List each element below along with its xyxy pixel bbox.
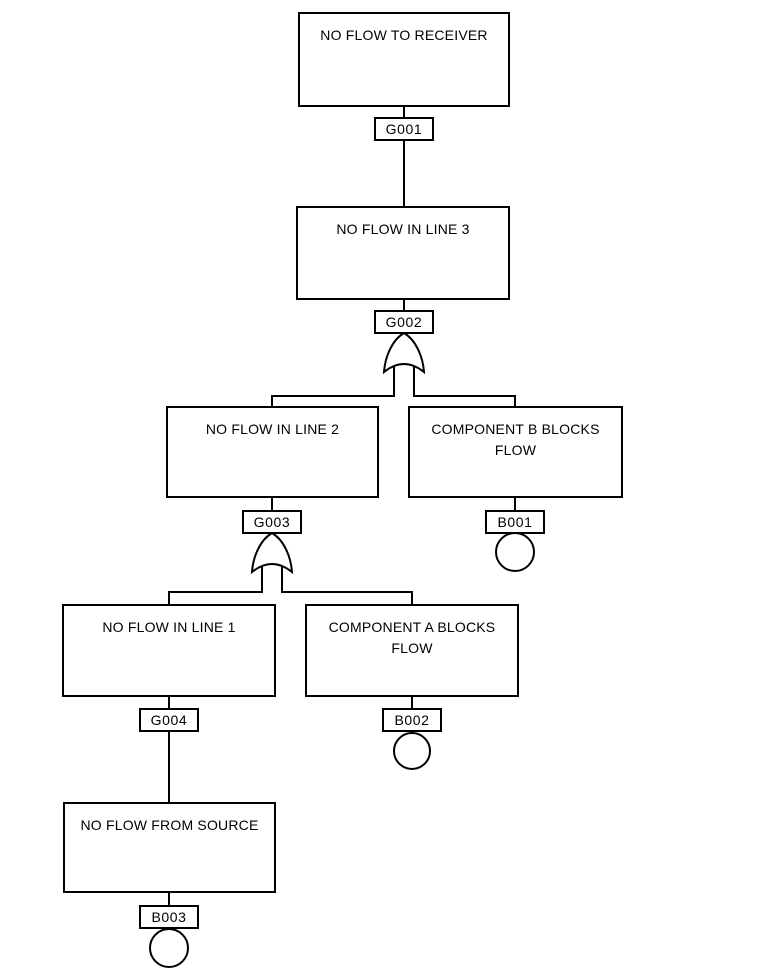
event-box-no-flow-in-line-1: NO FLOW IN LINE 1 [62, 604, 276, 697]
or-gate-icon-g002 [382, 331, 426, 375]
tag-label-g004: G004 [139, 708, 199, 732]
tag-label-g003: G003 [242, 510, 302, 534]
connector [168, 566, 263, 604]
connector [413, 366, 516, 406]
tag-label-b003: B003 [139, 905, 199, 929]
event-box-component-b-blocks-flow: COMPONENT B BLOCKS FLOW [408, 406, 623, 498]
basic-event-circle-b002 [393, 732, 431, 770]
tag-label-g001: G001 [374, 117, 434, 141]
tag-label-b001: B001 [485, 510, 545, 534]
tag-label-g002: G002 [374, 310, 434, 334]
tag-label-b002: B002 [382, 708, 442, 732]
event-box-no-flow-from-source: NO FLOW FROM SOURCE [63, 802, 276, 893]
event-box-component-a-blocks-flow: COMPONENT A BLOCKS FLOW [305, 604, 519, 697]
event-box-no-flow-in-line-3: NO FLOW IN LINE 3 [296, 206, 510, 300]
or-gate-icon-g003 [250, 531, 294, 575]
basic-event-circle-b003 [149, 928, 189, 968]
event-box-no-flow-to-receiver: NO FLOW TO RECEIVER [298, 12, 510, 107]
basic-event-circle-b001 [495, 532, 535, 572]
event-box-no-flow-in-line-2: NO FLOW IN LINE 2 [166, 406, 379, 498]
connector [271, 366, 395, 406]
connector [281, 566, 413, 604]
